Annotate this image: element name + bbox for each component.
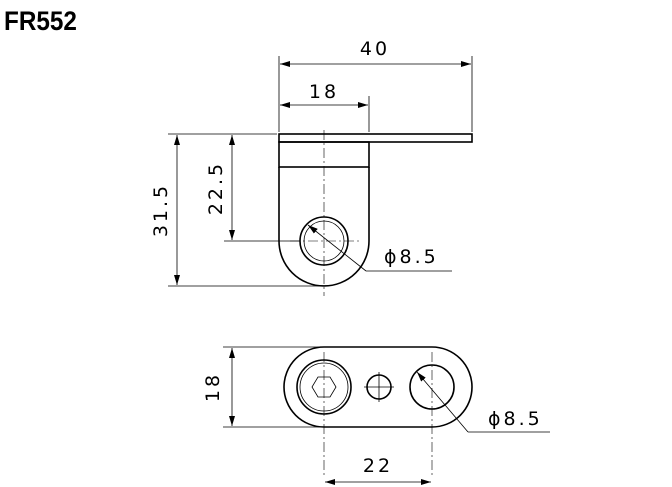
top-diameter-callout: ϕ8.5 — [416, 371, 550, 433]
dimension-40: 40 — [278, 38, 473, 132]
dimension-22-5: 22.5 — [205, 135, 300, 242]
small-hole — [364, 372, 394, 402]
model-title: FR552 — [4, 7, 77, 36]
dimension-18-side: 18 — [280, 81, 370, 132]
dimension-18-top-label: 18 — [202, 372, 224, 402]
dimension-22-label: 22 — [363, 455, 393, 477]
dimension-31-5: 31.5 — [150, 133, 322, 287]
dimension-40-label: 40 — [360, 38, 390, 60]
side-diameter-label: ϕ8.5 — [384, 246, 439, 268]
dimension-22: 22 — [325, 455, 431, 485]
top-view: 18 22 ϕ8.5 — [202, 346, 550, 485]
dimension-31-5-label: 31.5 — [150, 183, 172, 237]
dimension-22-5-label: 22.5 — [205, 161, 227, 215]
top-diameter-label: ϕ8.5 — [488, 408, 543, 430]
hex-socket-icon — [311, 376, 337, 398]
dimension-18-side-label: 18 — [309, 81, 339, 103]
side-diameter-callout: ϕ8.5 — [307, 224, 452, 272]
side-view: 40 18 31.5 22.5 ϕ8.5 — [150, 38, 473, 296]
bracket-side-outline — [278, 133, 473, 287]
bolt-head — [296, 359, 352, 415]
dimension-18-top: 18 — [202, 346, 322, 428]
